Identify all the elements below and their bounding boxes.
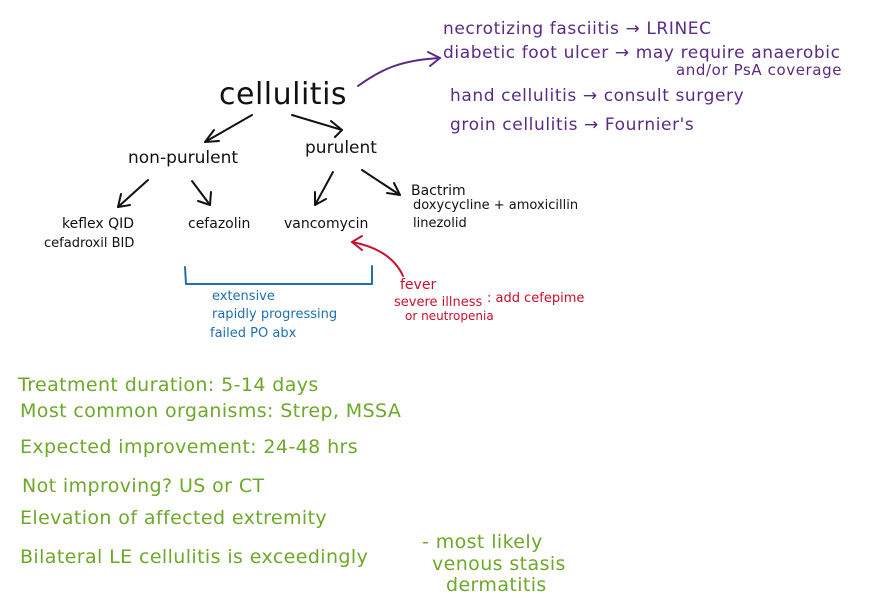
site-diabetic-foot-ulcer: diabetic foot ulcer → may require anaero…: [443, 43, 841, 63]
criteria-extensive: extensive: [212, 289, 275, 304]
drug-linezolid: linezolid: [413, 216, 467, 231]
drug-doxycycline: doxycycline + amoxicillin: [413, 198, 579, 213]
branch-non-purulent: non-purulent: [128, 148, 239, 168]
drug-bactrim: Bactrim: [411, 183, 466, 199]
diagram-title: cellulitis: [219, 77, 348, 112]
arrow-to-cefazolin: [191, 180, 212, 206]
drug-vancomycin: vancomycin: [284, 216, 369, 232]
arrow-to-bactrim: [361, 169, 401, 196]
red-neutropenia: or neutropenia: [405, 309, 494, 323]
drug-cefazolin: cefazolin: [188, 216, 251, 232]
arrow-fever-to-vancomycin: [351, 235, 404, 277]
arrow-to-vancomycin: [314, 171, 334, 206]
note-venous-stasis: venous stasis: [432, 553, 566, 575]
arrow-to-keflex: [117, 179, 149, 208]
drug-cefadroxil: cefadroxil BID: [44, 236, 135, 251]
note-most-likely: - most likely: [422, 531, 543, 553]
note-not-improving: Not improving? US or CT: [22, 475, 265, 497]
note-expected-improvement: Expected improvement: 24-48 hrs: [20, 436, 359, 458]
red-add-cefepime: : add cefepime: [487, 291, 585, 306]
arrow-to-special-sites: [357, 51, 441, 87]
iv-bracket: [184, 265, 373, 285]
note-dermatitis: dermatitis: [446, 574, 547, 596]
site-hand-cellulitis: hand cellulitis → consult surgery: [450, 86, 745, 106]
drug-keflex: keflex QID: [62, 216, 135, 232]
arrow-to-non-purulent: [204, 114, 253, 143]
arrow-to-purulent: [291, 114, 343, 138]
note-elevation: Elevation of affected extremity: [20, 507, 328, 529]
red-fever: fever: [400, 277, 437, 293]
red-severe-illness: severe illness: [394, 295, 483, 310]
note-treatment-duration: Treatment duration: 5-14 days: [18, 374, 319, 396]
criteria-rapidly-progressing: rapidly progressing: [212, 307, 338, 322]
branch-purulent: purulent: [305, 138, 377, 158]
site-necrotizing-fasciitis: necrotizing fasciitis → LRINEC: [443, 19, 712, 39]
site-groin-cellulitis: groin cellulitis → Fournier's: [450, 115, 695, 135]
criteria-failed-po-abx: failed PO abx: [210, 326, 297, 341]
note-bilateral-le: Bilateral LE cellulitis is exceedingly: [20, 546, 369, 568]
site-psa-coverage: and/or PsA coverage: [676, 61, 843, 79]
note-common-organisms: Most common organisms: Strep, MSSA: [20, 400, 402, 422]
